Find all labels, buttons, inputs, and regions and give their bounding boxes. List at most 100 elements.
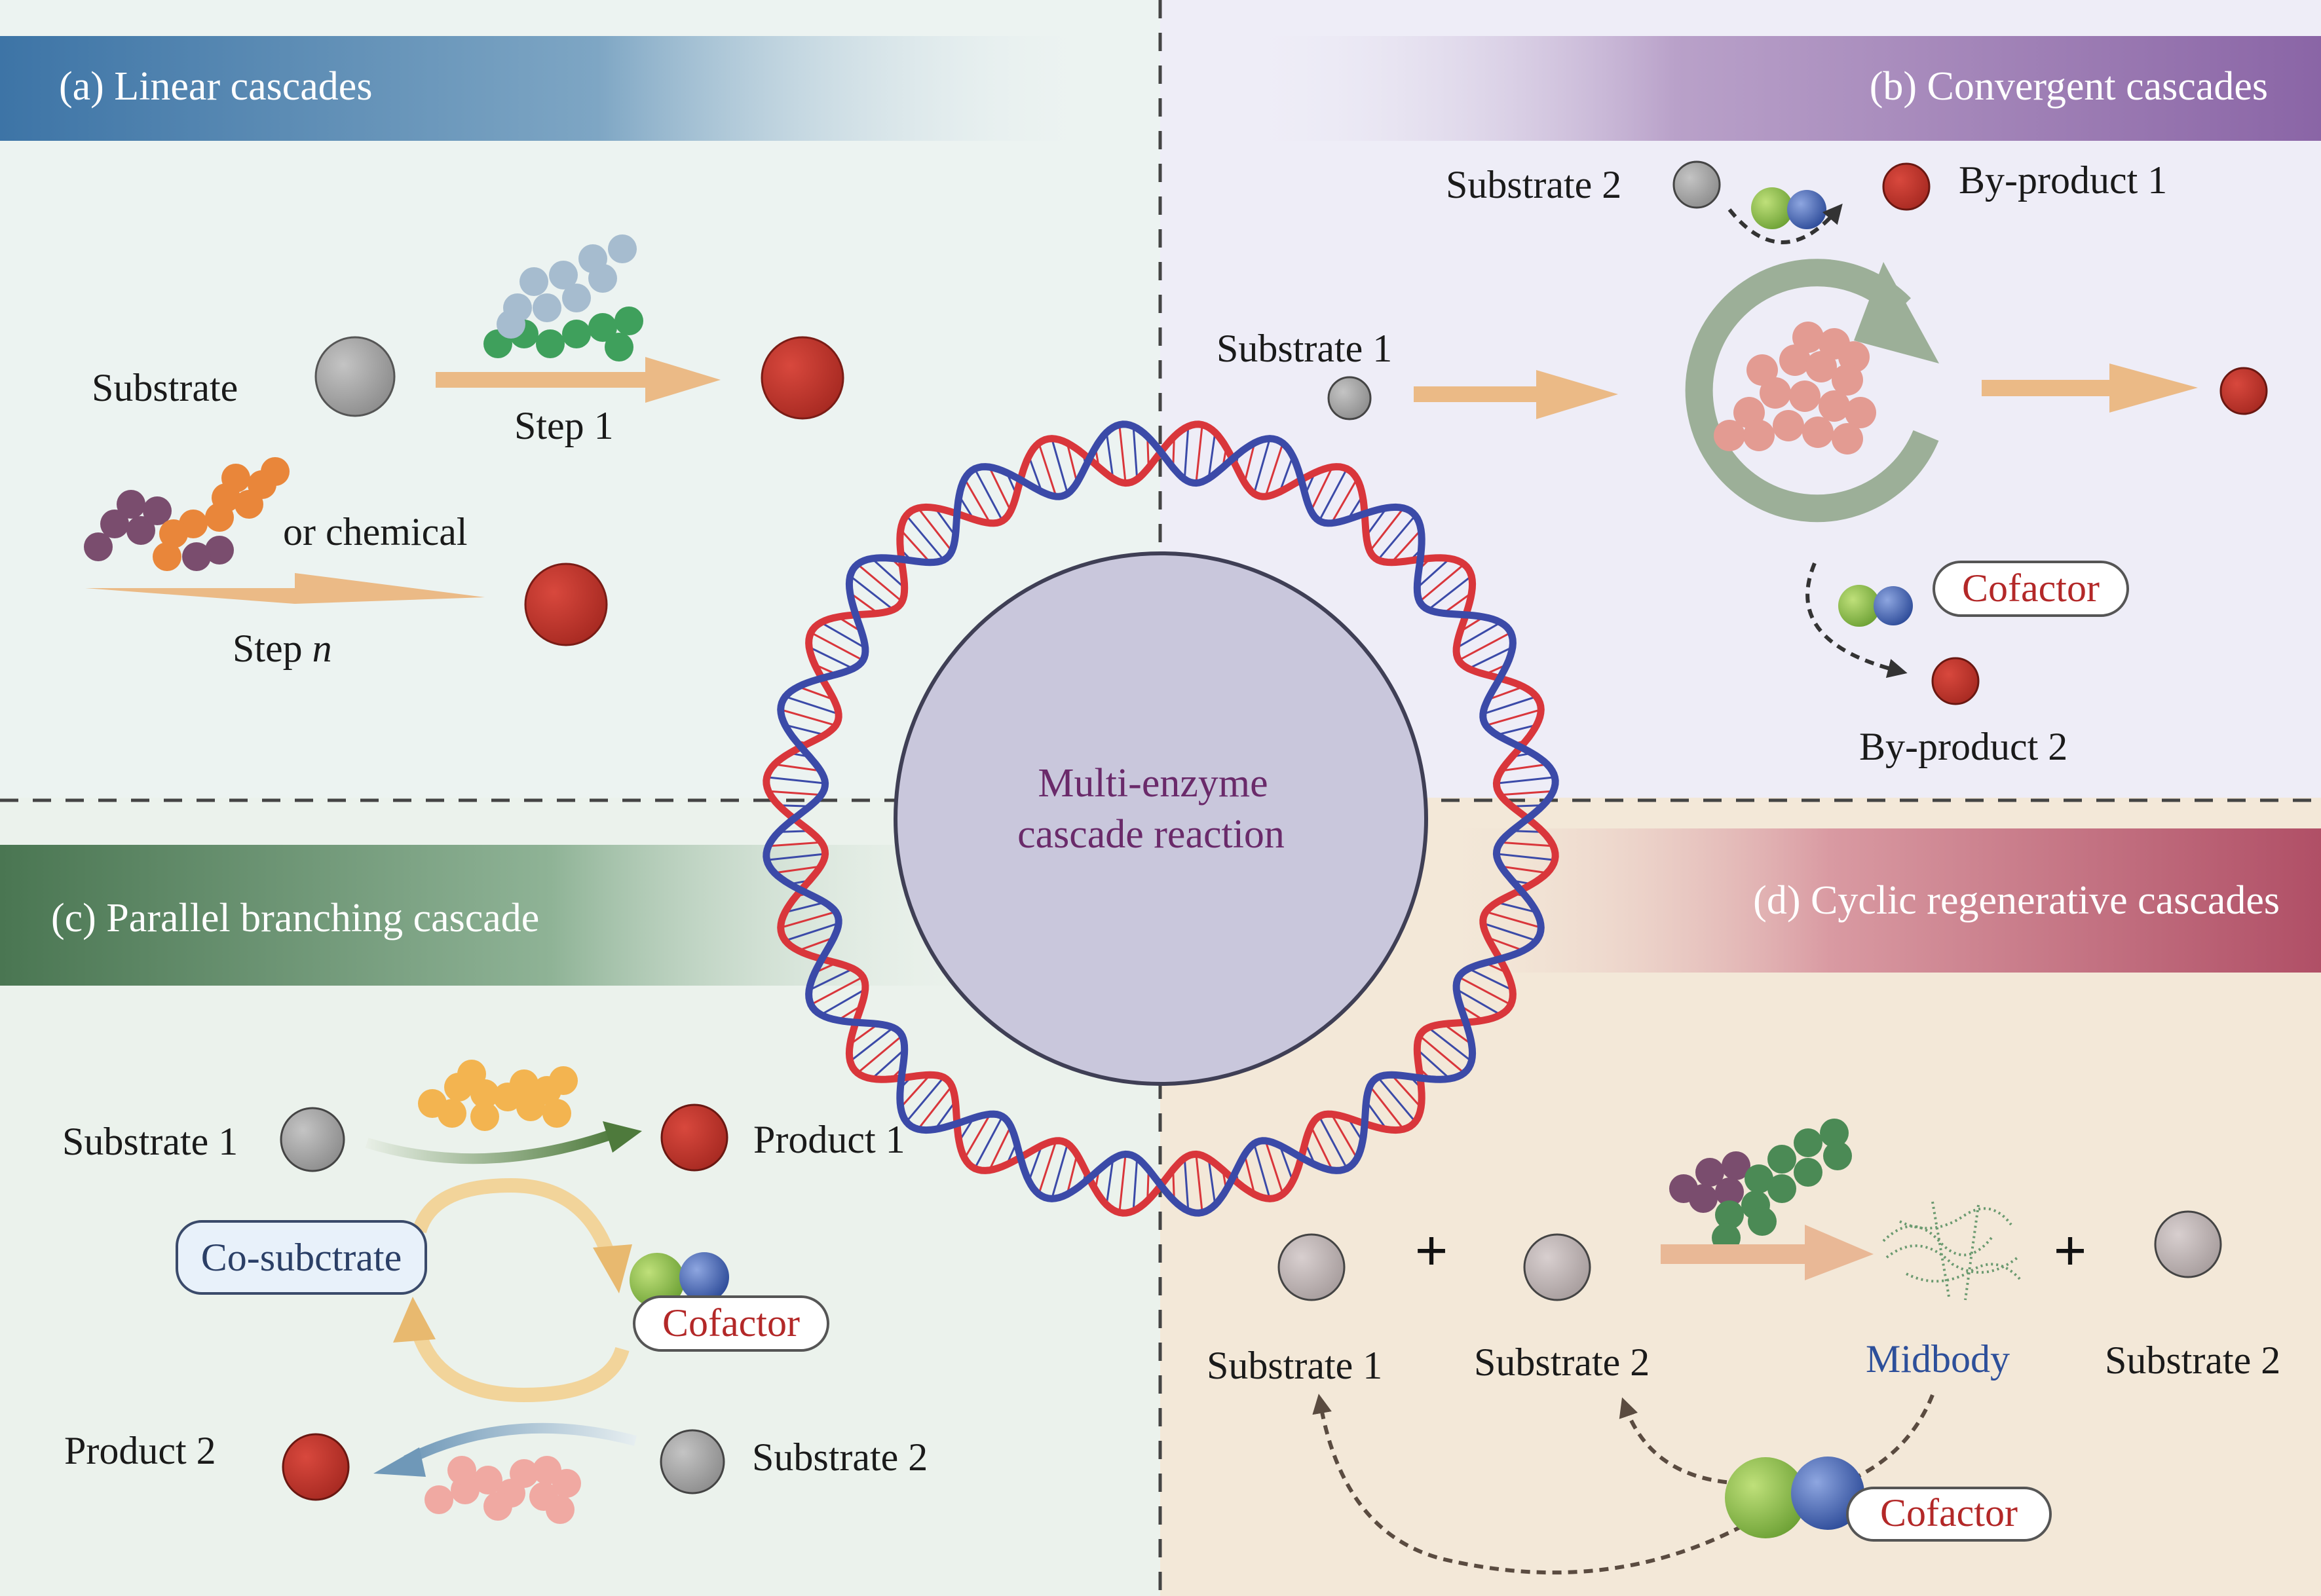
dna-base-pair: [973, 468, 1004, 521]
a-substrate-circle: [314, 336, 396, 417]
d-plus-1: +: [1414, 1219, 1448, 1284]
dna-base-pair: [1500, 841, 1554, 847]
dna-base-pair: [1456, 622, 1501, 649]
a-enzyme-step-n: [84, 457, 290, 571]
dna-base-pair: [820, 988, 866, 1016]
center-label-line1: Multi-enzyme: [1038, 761, 1268, 806]
a-step1-label: Step 1: [514, 404, 614, 447]
c-cofactor-label: Cofactor: [662, 1301, 800, 1345]
dna-base-pair: [1105, 1159, 1114, 1205]
dna-base-pair: [1487, 937, 1524, 952]
d-midbody-fibers: [1882, 1201, 2022, 1301]
dna-base-pair: [1365, 1100, 1387, 1130]
dna-base-pair: [849, 592, 879, 614]
a-product-circle-2: [524, 563, 608, 646]
dna-base-pair: [780, 709, 837, 727]
dna-base-pair: [1028, 1145, 1043, 1181]
dna-base-pair: [1496, 853, 1555, 861]
dna-base-pair: [1105, 432, 1114, 479]
d-substrate2-right-label: Substrate 2: [2105, 1339, 2280, 1382]
b-byproduct2-circle: [1931, 657, 1980, 705]
dna-base-pair: [905, 1077, 945, 1123]
dna-base-pair: [1501, 865, 1547, 874]
a-or-chemical-label: or chemical: [283, 510, 468, 553]
dna-base-pair: [780, 910, 837, 929]
c-product1-label: Product 1: [753, 1118, 905, 1161]
dna-base-pair: [1310, 1126, 1334, 1171]
c-enzyme-top: [418, 1060, 578, 1131]
b-dashed-arrow-top: [1727, 203, 1843, 244]
d-main-arrow: [1661, 1225, 1874, 1280]
dna-base-pair: [1264, 443, 1284, 497]
dna-base-pair: [1207, 432, 1217, 479]
dna-base-pair: [1501, 763, 1547, 772]
c-bottom-arrowhead: [373, 1447, 426, 1477]
dna-base-pair: [857, 1035, 903, 1074]
banner-a: [0, 36, 1087, 141]
c-product2-label: Product 2: [64, 1429, 216, 1472]
a-step1-arrow: [436, 357, 721, 403]
dna-strand-blue: [763, 420, 1559, 1217]
dna-ring: [763, 420, 1559, 1217]
dna-base-pair: [988, 466, 1012, 511]
d-enzyme: [1669, 1119, 1852, 1252]
b-cofactor-label: Cofactor: [1962, 566, 2100, 610]
dna-base-pair: [1118, 424, 1127, 483]
dna-base-pair: [768, 841, 821, 847]
dna-base-pair: [1330, 478, 1358, 524]
dna-base-pair: [1377, 1077, 1416, 1123]
dna-base-pair: [810, 976, 863, 1006]
dna-base-pair: [1496, 724, 1538, 736]
dna-base-pair: [1195, 1154, 1203, 1213]
a-step-n-arrow: [85, 573, 485, 604]
dna-base-pair: [810, 631, 863, 661]
dna-base-pair: [1419, 1035, 1465, 1074]
c-cycle-arrowhead-right: [593, 1244, 632, 1293]
panel-d-title: (d) Cyclic regenerative cascades: [1753, 878, 2280, 923]
dna-base-pair: [964, 478, 991, 524]
dna-base-pair: [917, 507, 953, 552]
center-label-line2: cascade reaction: [1017, 812, 1285, 857]
banner-d: [1428, 828, 2321, 973]
dna-base-pair: [1253, 1143, 1271, 1199]
dna-base-pair: [1279, 456, 1294, 492]
dna-base-pair: [1038, 1140, 1057, 1195]
dna-base-pair: [1330, 1113, 1358, 1159]
dna-base-pair: [1318, 1116, 1348, 1169]
dna-base-pair: [1279, 1145, 1294, 1181]
dna-base-pair: [1487, 686, 1524, 701]
dna-base-pair: [1443, 1023, 1473, 1045]
panel-b-title: (b) Convergent cascades: [1870, 64, 2268, 109]
dna-base-pair: [849, 1023, 879, 1045]
dna-base-pair: [849, 1026, 894, 1062]
dna-base-pair: [1132, 1158, 1139, 1212]
d-substrate2-right-circle: [2154, 1210, 2222, 1278]
dna-base-pair: [1118, 1154, 1127, 1213]
a-step-n-label: Step n: [233, 627, 332, 670]
c-substrate2-circle: [660, 1429, 725, 1494]
dna-base-pair: [1391, 1074, 1422, 1109]
b-cofactor-bottom: [1838, 585, 1913, 627]
dna-base-pair: [934, 1100, 956, 1130]
dna-base-pair: [1028, 456, 1043, 492]
dna-base-pair: [905, 515, 945, 561]
dna-base-pair: [1051, 1143, 1069, 1199]
dna-base-pair: [1183, 1158, 1190, 1212]
dna-base-pair: [1416, 1049, 1451, 1080]
d-substrate2-label: Substrate 2: [1474, 1341, 1650, 1384]
panel-c-title: (c) Parallel branching cascade: [51, 896, 539, 940]
b-byproduct1-circle: [1882, 162, 1931, 211]
dna-base-pair: [899, 529, 931, 563]
dna-base-pair: [798, 686, 835, 701]
d-dashed-to-substrate1: [1312, 1394, 1744, 1575]
dna-base-pair: [784, 901, 825, 914]
dna-base-pair: [1427, 1026, 1473, 1062]
dna-base-pair: [871, 1049, 905, 1080]
dna-base-pair: [1066, 442, 1078, 483]
dna-base-pair: [784, 724, 825, 736]
dna-base-pair: [798, 937, 835, 952]
c-cofactor-balls: [630, 1252, 729, 1308]
a-enzyme-step1: [483, 234, 643, 362]
dna-base-pairs: [766, 424, 1555, 1213]
b-byproduct2-label: By-product 2: [1859, 725, 2067, 768]
